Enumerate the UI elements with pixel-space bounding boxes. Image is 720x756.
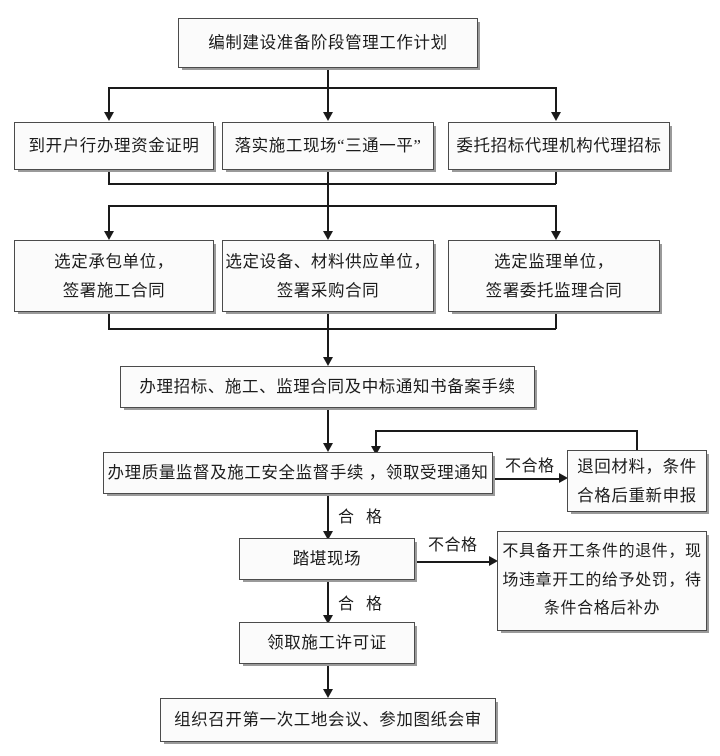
connector-return-loop-down (375, 430, 377, 448)
connector-survey-to-penalty (415, 561, 491, 563)
node-supplier-line-2: 签署采购合同 (276, 280, 380, 300)
node-penalty-line-3: 条件合格后补办 (543, 600, 661, 618)
edge-label-pass-survey: 合 格 (338, 596, 387, 613)
connector-site-down-through (327, 170, 329, 232)
node-site-survey-line-1: 踏堪现场 (292, 549, 362, 569)
arrow-to-return-material (559, 472, 568, 483)
connector-survey-down (327, 580, 329, 618)
node-contractor-line-1: 选定承包单位， (54, 251, 174, 271)
arrow-to-funds (103, 112, 114, 121)
edge-label-fail-survey: 不合格 (428, 537, 478, 554)
connector-return-loop-up (636, 430, 638, 451)
node-funds[interactable]: 到开户行办理资金证明 (14, 122, 214, 170)
arrow-to-quality-safety (322, 443, 333, 452)
connector-merge-row2 (108, 183, 556, 185)
connector-record-down (327, 408, 329, 446)
connector-bus-row2-mid-drop (327, 87, 329, 113)
node-first-meeting-line-1: 组织召开第一次工地会议、参加图纸会审 (174, 710, 482, 730)
arrow-to-supervisor (550, 231, 561, 240)
node-penalty-line-1: 不具备开工条件的退件，现 (502, 542, 702, 560)
connector-bus-row2 (108, 87, 556, 89)
connector-bus-row3 (108, 205, 556, 207)
node-supervisor[interactable]: 选定监理单位， 签署委托监理合同 (448, 240, 660, 312)
connector-bus-row2-left-drop (108, 87, 110, 113)
connector-tender-agent-down (555, 170, 557, 184)
node-return-material[interactable]: 退回材料，条件 合格后重新申报 (567, 450, 707, 512)
connector-plan-down (327, 68, 329, 88)
node-record-line-1: 办理招标、施工、监理合同及中标通知书备案手续 (139, 377, 516, 397)
connector-permit-down (327, 664, 329, 692)
node-return-material-line-1: 退回材料，条件 (577, 456, 697, 476)
node-contractor[interactable]: 选定承包单位， 签署施工合同 (14, 240, 214, 312)
node-penalty[interactable]: 不具备开工条件的退件，现 场违章开工的给予处罚，待 条件合格后补办 (497, 531, 707, 631)
connector-bus-row3-right-drop (555, 205, 557, 232)
connector-bus-row3-left-drop (108, 205, 110, 232)
arrow-to-record (322, 357, 333, 366)
node-site-line-1: 落实施工现场“三通一平” (234, 136, 422, 156)
node-supervisor-line-2: 签署委托监理合同 (485, 280, 623, 300)
connector-supplier-down-to-record (327, 312, 329, 362)
arrow-to-contractor (103, 231, 114, 240)
arrow-to-site (322, 112, 333, 121)
connector-bus-row2-right-drop (555, 87, 557, 113)
node-supervisor-line-1: 选定监理单位， (494, 251, 614, 271)
node-permit[interactable]: 领取施工许可证 (239, 622, 415, 664)
node-quality-safety-line-1: 办理质量监督及施工安全监督手续 ，领取受理通知 (107, 463, 489, 483)
connector-quality-down (327, 494, 329, 534)
connector-supervisor-down (555, 312, 557, 329)
node-plan[interactable]: 编制建设准备阶段管理工作计划 (178, 18, 478, 68)
node-supplier-line-1: 选定设备、材料供应单位， (225, 251, 431, 271)
node-return-material-line-2: 合格后重新申报 (577, 485, 697, 505)
edge-label-pass-quality: 合 格 (338, 509, 387, 526)
node-record[interactable]: 办理招标、施工、监理合同及中标通知书备案手续 (120, 366, 535, 408)
node-supplier[interactable]: 选定设备、材料供应单位， 签署采购合同 (222, 240, 434, 312)
node-tender-agent-line-1: 委托招标代理机构代理招标 (456, 136, 662, 156)
connector-merge-row3 (108, 328, 556, 330)
node-site-survey[interactable]: 踏堪现场 (239, 538, 415, 580)
connector-return-loop-across (375, 430, 638, 432)
arrow-to-first-meeting (322, 689, 333, 698)
arrow-to-penalty (489, 555, 498, 566)
node-contractor-line-2: 签署施工合同 (62, 280, 166, 300)
node-penalty-line-2: 场违章开工的给予处罚，待 (502, 571, 702, 589)
node-funds-line-1: 到开户行办理资金证明 (28, 136, 200, 156)
node-plan-line-1: 编制建设准备阶段管理工作计划 (208, 33, 448, 53)
node-site[interactable]: 落实施工现场“三通一平” (222, 122, 434, 170)
edge-label-fail-quality: 不合格 (505, 458, 555, 475)
connector-contractor-down (108, 312, 110, 329)
connector-quality-to-return (493, 478, 561, 480)
node-tender-agent[interactable]: 委托招标代理机构代理招标 (448, 122, 670, 170)
node-quality-safety[interactable]: 办理质量监督及施工安全监督手续 ，领取受理通知 (103, 452, 493, 494)
node-permit-line-1: 领取施工许可证 (267, 633, 387, 653)
arrow-return-loop-to-quality (371, 446, 381, 455)
arrow-to-supplier (322, 231, 333, 240)
node-first-meeting[interactable]: 组织召开第一次工地会议、参加图纸会审 (160, 698, 496, 742)
arrow-to-site-survey (322, 531, 333, 540)
arrow-to-tender-agent (550, 112, 561, 121)
connector-funds-down (108, 170, 110, 184)
arrow-to-permit (322, 615, 333, 624)
